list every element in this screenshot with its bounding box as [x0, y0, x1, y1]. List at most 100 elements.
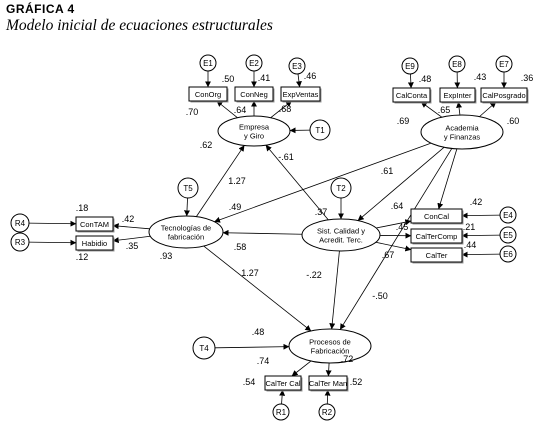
path-r3-to-habidio	[28, 239, 77, 246]
path-academia-to-concal	[437, 148, 458, 210]
path-coefficient: .42	[470, 197, 483, 207]
path-coefficient: .64	[234, 105, 247, 115]
node-t2: T2	[330, 177, 352, 199]
node-shape	[318, 403, 336, 421]
path-coefficient: -.50	[372, 291, 388, 301]
path-academia-to-procesos	[339, 148, 453, 330]
path-coefficient: .44	[464, 240, 477, 250]
figure-title: Modelo inicial de ecuaciones estructural…	[6, 17, 273, 34]
node-label: ExpVentas	[283, 90, 319, 99]
node-e9: E9	[401, 57, 419, 75]
node-e2: E2	[245, 54, 263, 72]
node-t5: T5	[177, 177, 199, 199]
node-shape	[309, 119, 331, 141]
path-coefficient: .42	[122, 214, 135, 224]
node-e7: E7	[495, 55, 513, 73]
figure-number: GRÁFICA 4	[6, 2, 75, 16]
coefficients-layer: .50.41.46.70.64.68.62-.61.48.65.43.36.69…	[76, 71, 534, 387]
node-expinter: ExpInter	[439, 87, 477, 104]
path-academia-to-sistcalidad	[357, 146, 445, 221]
node-shape	[280, 86, 321, 102]
node-label: E9	[405, 62, 415, 71]
path-coefficient: -.22	[306, 270, 322, 280]
path-t4-to-procesos	[214, 343, 290, 350]
path-coefficient: .67	[382, 250, 395, 260]
path-coefficient: .68	[279, 104, 292, 114]
node-label: R3	[15, 238, 26, 247]
node-label: E3	[292, 62, 302, 71]
node-label: ConTAM	[80, 220, 109, 229]
node-label: Academia	[445, 123, 479, 132]
path-e6-to-calter	[461, 251, 501, 258]
node-label: Procesos de	[309, 337, 351, 346]
node-label: Fabricación	[311, 346, 350, 355]
path-coefficient: .52	[350, 377, 363, 387]
node-e6: E6	[499, 245, 517, 263]
node-label: Empresa	[239, 122, 270, 131]
path-coefficient: .41	[258, 73, 271, 83]
node-shape	[401, 57, 419, 75]
node-e3: E3	[288, 57, 306, 75]
path-coefficient: .93	[160, 251, 173, 261]
node-t1: T1	[309, 119, 331, 141]
node-r2: R2	[318, 403, 336, 421]
node-shape	[410, 208, 463, 224]
node-label: E8	[452, 60, 462, 69]
node-t4: T4	[192, 336, 216, 360]
path-coefficient: .21	[463, 222, 476, 232]
node-label: CalConta	[396, 91, 428, 100]
path-coefficient: .37	[315, 207, 328, 217]
node-label: Habidio	[82, 239, 107, 248]
node-shape	[10, 213, 30, 233]
path-sistcalidad-to-calter	[375, 241, 412, 252]
node-e8: E8	[448, 55, 466, 73]
node-label: R4	[15, 219, 26, 228]
node-shape	[217, 115, 291, 147]
node-label: T5	[183, 184, 193, 193]
path-coefficient: .65	[438, 105, 451, 115]
path-coefficient: .50	[222, 74, 235, 84]
node-r4: R4	[10, 213, 30, 233]
node-habidio: Habidio	[75, 235, 115, 252]
path-tecnologias-to-contam	[112, 223, 150, 230]
path-empresagiro-to-expventas	[270, 100, 292, 119]
path-academia-to-calposgrado	[479, 101, 497, 117]
node-conorg: ConOrg	[188, 86, 229, 103]
node-label: E2	[249, 59, 259, 68]
node-shape	[75, 216, 114, 232]
path-procesos-to-caltercal	[291, 360, 312, 377]
path-sistcalidad-to-procesos	[329, 250, 340, 330]
path-academia-to-tecnologias	[214, 142, 432, 223]
path-sistcalidad-to-tecnologias	[222, 229, 303, 236]
node-shape	[410, 228, 463, 244]
node-shape	[420, 114, 504, 150]
path-coefficient: 1.27	[228, 176, 246, 186]
path-academia-to-expinter	[456, 101, 463, 116]
path-coefficient: .48	[252, 327, 265, 337]
path-tecnologias-to-procesos	[203, 245, 312, 332]
path-t5-to-tecnologias	[183, 197, 190, 217]
node-shape	[199, 54, 217, 72]
node-label: CalTer Cal	[265, 379, 300, 388]
path-coefficient: 1.27	[241, 268, 259, 278]
node-r3: R3	[10, 232, 30, 252]
path-coefficient: .18	[76, 203, 89, 213]
path-coefficient: .36	[521, 73, 534, 83]
path-coefficient: .43	[474, 72, 487, 82]
node-shape	[177, 177, 199, 199]
node-label: CalTerComp	[416, 232, 458, 241]
node-shape	[392, 87, 431, 103]
node-label: ExpInter	[444, 91, 472, 100]
path-coefficient: .12	[76, 252, 89, 262]
path-academia-to-calconta	[420, 101, 443, 118]
path-coefficient: .64	[391, 201, 404, 211]
node-shape	[410, 247, 463, 263]
path-coefficient: .46	[304, 71, 317, 81]
path-e3-to-expventas	[295, 73, 302, 88]
path-sistcalidad-to-empresagiro	[265, 144, 329, 221]
path-tecnologias-to-habidio	[112, 235, 151, 244]
